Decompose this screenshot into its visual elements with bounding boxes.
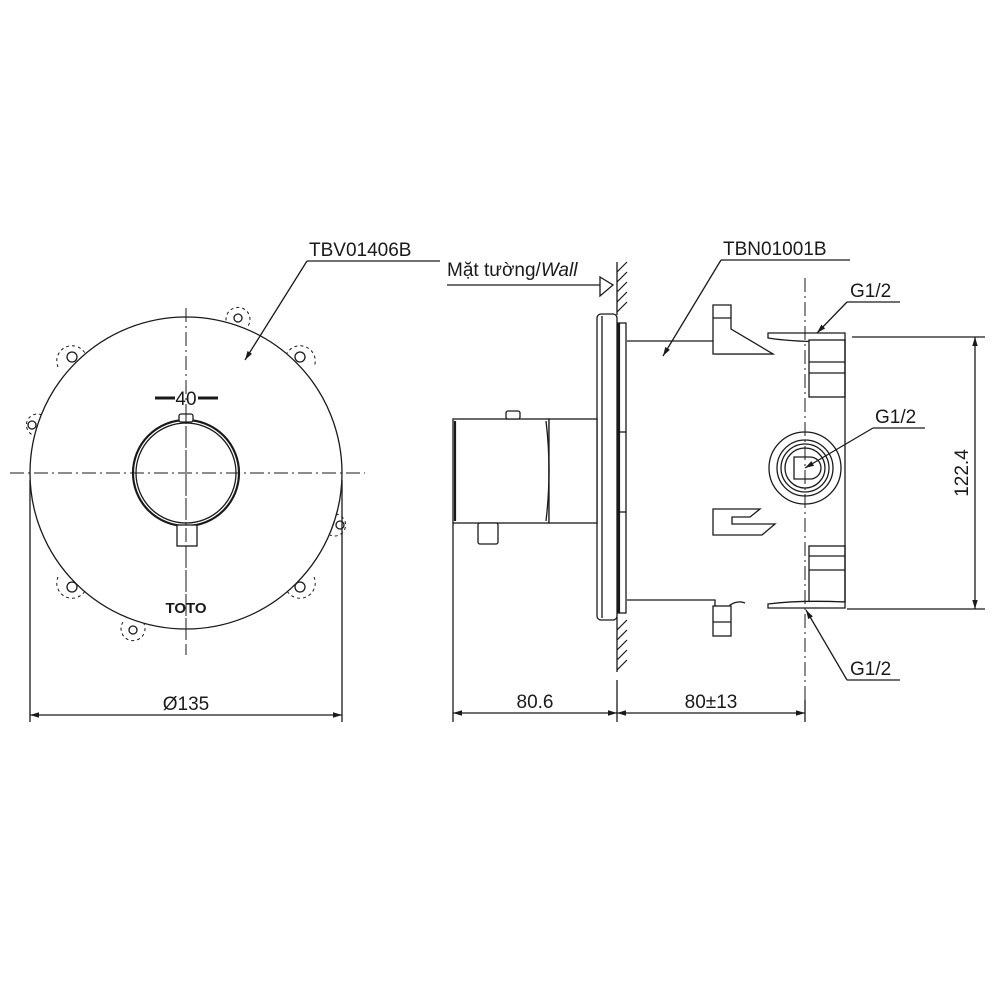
- wall-hatching: [616, 261, 628, 671]
- front-view: 40 TOTO TBV01406B Ø135: [10, 240, 440, 722]
- side-knob-indicator: [505, 410, 521, 420]
- port-bottom-label: G1/2: [850, 659, 891, 680]
- temperature-mark: 40: [175, 389, 196, 410]
- diameter-dimension: Ø135: [163, 694, 209, 715]
- bottom-mounting-bracket: [712, 605, 732, 637]
- body-part-label: TBN01001B: [723, 239, 827, 260]
- side-knob: [452, 418, 550, 524]
- height-dimension: 122.4: [952, 449, 973, 497]
- port-middle-leader: [804, 427, 874, 469]
- body-leader-line: [662, 259, 722, 357]
- mounting-lugs: [25, 306, 347, 642]
- side-knob-sleeve: [548, 418, 598, 524]
- brand-mark: TOTO: [165, 600, 206, 617]
- port-middle-label: G1/2: [875, 407, 916, 428]
- port-bottom-leader: [805, 609, 848, 681]
- bottom-port: [808, 545, 846, 603]
- depth-back-dimension: 80±13: [685, 692, 738, 713]
- depth-front-dimension: 80.6: [517, 692, 554, 713]
- wall-triangle-icon: [599, 275, 615, 298]
- top-port: [808, 339, 846, 398]
- middle-clip: [712, 508, 777, 536]
- side-knob-stop: [477, 522, 499, 545]
- front-part-label: TBV01406B: [309, 240, 411, 261]
- knob-stop: [176, 524, 198, 547]
- wall-label: Mặt tường/Wall: [447, 260, 578, 281]
- port-top-leader: [816, 301, 848, 334]
- side-cover-plate: [596, 313, 618, 621]
- side-view: Mặt tường/Wall: [447, 239, 985, 722]
- bottom-port-flange: [767, 600, 846, 609]
- top-mounting-bracket: [712, 304, 776, 355]
- port-top-label: G1/2: [850, 281, 891, 302]
- leader-line: [244, 260, 308, 361]
